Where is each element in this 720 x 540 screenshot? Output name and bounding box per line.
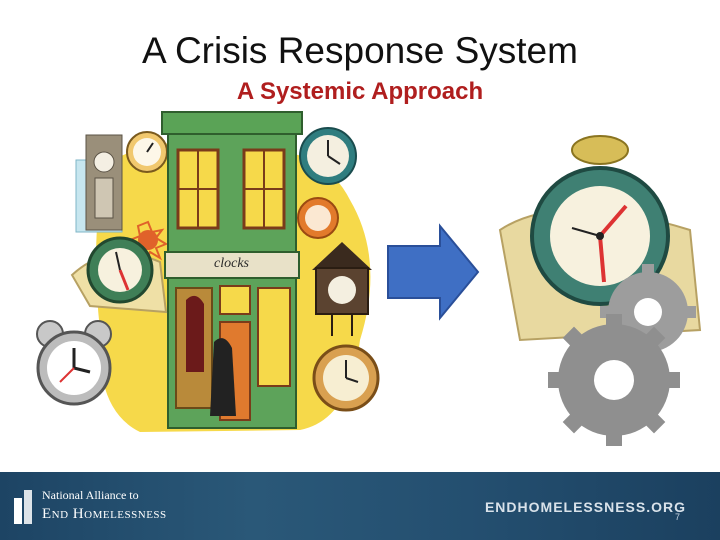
- grandfather-clock-icon: [76, 135, 122, 232]
- website-url[interactable]: ENDHOMELESSNESS.ORG: [485, 499, 686, 515]
- brass-clock-icon: [314, 346, 378, 410]
- alarm-clock-icon: [37, 321, 111, 404]
- shop-sign: clocks: [214, 256, 249, 272]
- clock-shop-illustration: [0, 0, 720, 472]
- org-name-line1: National Alliance to: [42, 488, 139, 503]
- person-silhouette: [210, 338, 236, 416]
- footer-bar: National Alliance to End Homelessness EN…: [0, 472, 720, 540]
- org-logo-icon: [14, 490, 36, 524]
- gear-icon-large: [548, 314, 680, 446]
- wall-clock-icon: [300, 128, 356, 184]
- right-arrow-icon: [388, 226, 478, 318]
- org-name-line2: End Homelessness: [42, 506, 167, 523]
- orange-clock-icon: [298, 198, 338, 238]
- page-number: 7: [675, 512, 680, 522]
- small-alarm-clock-icon: [127, 132, 167, 172]
